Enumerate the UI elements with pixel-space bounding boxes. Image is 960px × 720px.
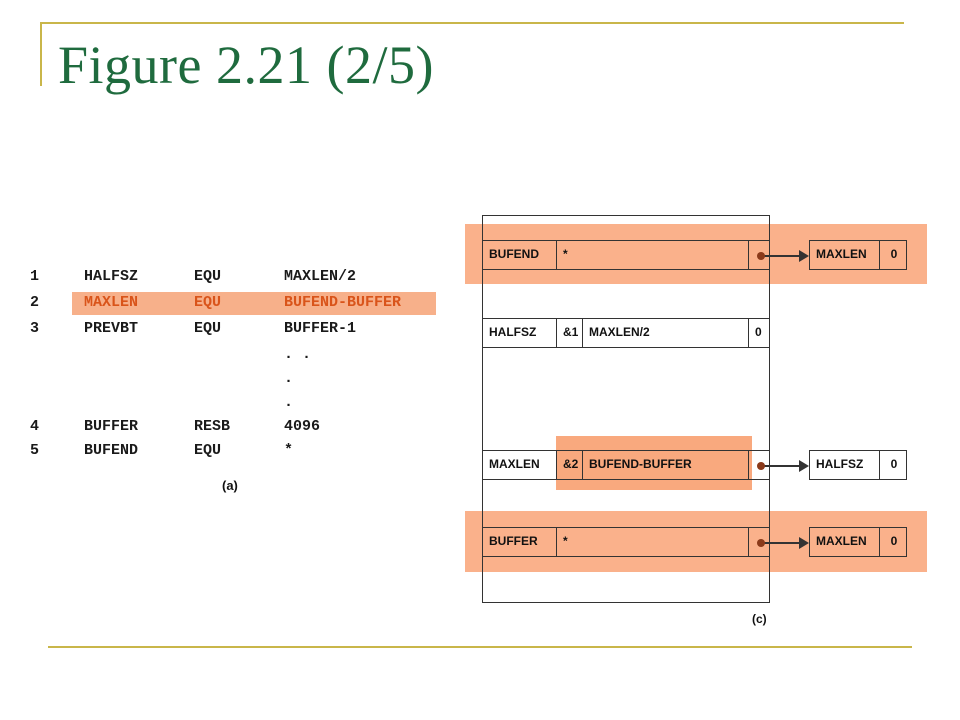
top-rule [40,22,904,24]
label: BUFEND [84,442,139,459]
symtab-entry-buffer: BUFFER * [482,527,770,557]
pointer-arrow [757,250,809,262]
symtab-entry-halfsz: HALFSZ &1 MAXLEN/2 0 [482,318,770,348]
ellipsis: . . [284,346,312,363]
line-number: 3 [30,320,40,337]
label: BUFFER [84,418,139,435]
symbol-name: HALFSZ [483,319,557,347]
symtab-entry-bufend: BUFEND * [482,240,770,270]
symbol-name: MAXLEN [483,451,557,479]
operand: BUFFER-1 [284,320,357,337]
listing-highlight [72,292,436,315]
operand: 4096 [284,418,321,435]
line-number: 2 [30,294,40,311]
opcode: RESB [194,418,231,435]
opcode: EQU [194,442,222,459]
label: PREVBT [84,320,139,337]
symbol-value: * [557,241,749,269]
highlight-patch [556,436,752,490]
pointer-arrow [757,460,809,472]
highlight-band [465,511,927,572]
line-number: 1 [30,268,40,285]
caption-c: (c) [752,612,767,626]
ref-value: 0 [890,247,898,261]
symbol-value: * [557,528,749,556]
line-number: 5 [30,442,40,459]
symbol-flag: &2 [557,451,583,479]
slide-title: Figure 2.21 (2/5) [58,35,434,95]
highlight-band [465,224,927,284]
ref-name: MAXLEN [810,241,880,269]
symbol-count: 0 [755,325,762,339]
listing-row: 4 BUFFER RESB 4096 [28,416,448,438]
symbol-value: BUFEND-BUFFER [583,451,749,479]
symbol-flag: &1 [557,319,583,347]
ref-name: HALFSZ [810,451,880,479]
opcode: EQU [194,268,222,285]
listing-row: . [28,392,448,414]
operand: BUFEND-BUFFER [284,294,402,311]
ref-node: MAXLEN 0 [809,527,907,557]
label: HALFSZ [84,268,139,285]
listing-row: . . [28,344,448,366]
operand: MAXLEN/2 [284,268,357,285]
ref-node: MAXLEN 0 [809,240,907,270]
symbol-name: BUFEND [483,241,557,269]
symbol-value: MAXLEN/2 [583,319,749,347]
ellipsis: . [284,394,294,411]
operand: * [284,442,294,459]
symbol-name: BUFFER [483,528,557,556]
label: MAXLEN [84,294,139,311]
symbol-table-frame [482,215,770,603]
ref-value: 0 [890,534,898,548]
ellipsis: . [284,370,294,387]
ref-node: HALFSZ 0 [809,450,907,480]
line-number: 4 [30,418,40,435]
bottom-rule [48,646,912,648]
left-rule [40,22,42,86]
pointer-arrow [757,537,809,549]
opcode: EQU [194,294,222,311]
listing-row: 2 MAXLEN EQU BUFEND-BUFFER [28,292,448,314]
listing-row: . [28,368,448,390]
caption-a: (a) [222,478,238,493]
opcode: EQU [194,320,222,337]
listing-row: 5 BUFEND EQU * [28,440,448,462]
ref-value: 0 [890,457,898,471]
listing-row: 1 HALFSZ EQU MAXLEN/2 [28,266,448,288]
ref-name: MAXLEN [810,528,880,556]
listing-row: 3 PREVBT EQU BUFFER-1 [28,318,448,340]
symtab-entry-maxlen: MAXLEN &2 BUFEND-BUFFER [482,450,770,480]
